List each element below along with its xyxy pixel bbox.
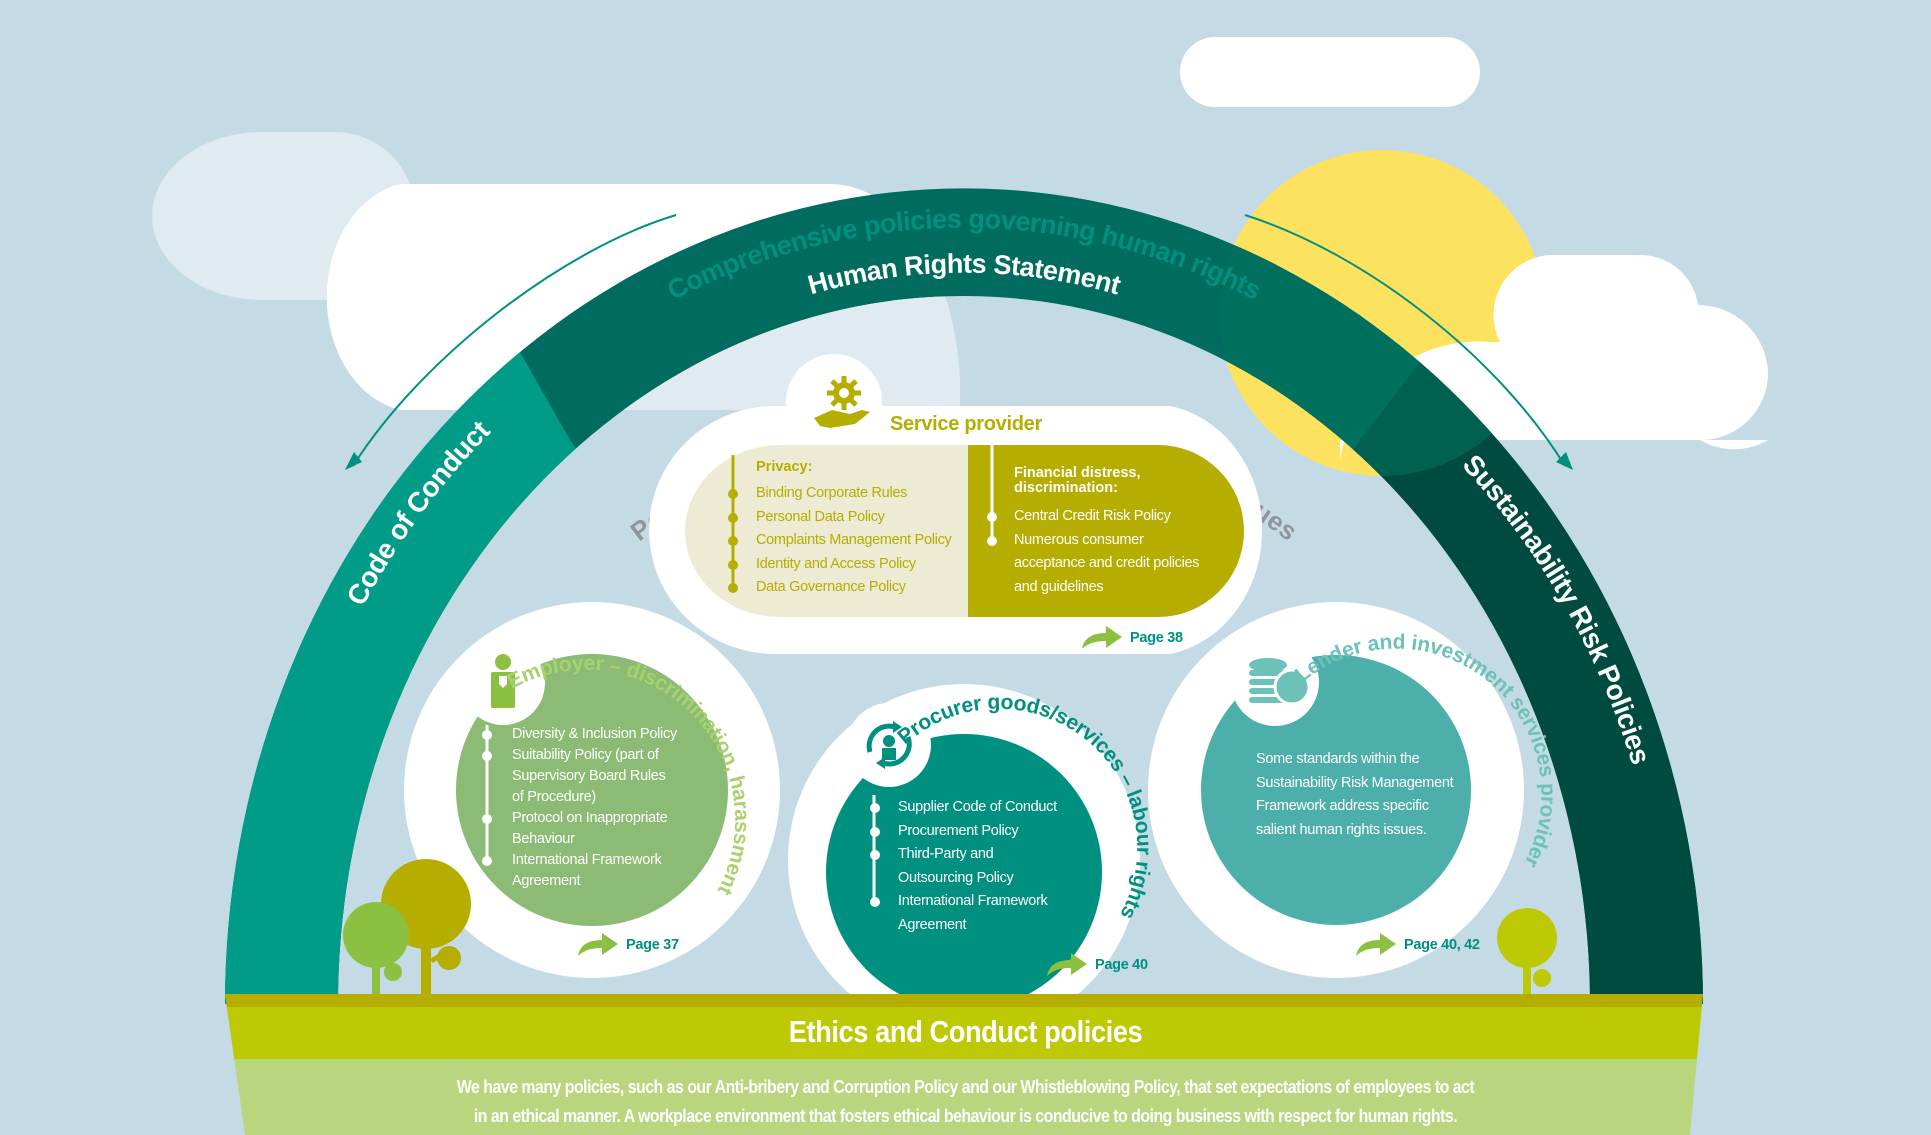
cloud-top [1180,37,1480,107]
financial-heading: Financial distress, discrimination: [1014,465,1141,496]
service-provider-right-panel [968,445,1244,617]
outer-arrow-right [1244,214,1566,467]
arrow-right-icon [1356,933,1396,956]
list-item: Agreement [898,916,967,933]
list-item: Suitability Policy (part of [482,745,677,766]
list-item: Identity and Access Policy [728,553,952,577]
ethics-title: Ethics and Conduct policies [788,1014,1143,1049]
list-item: Binding Corporate Rules [728,482,952,506]
list-item: Procurement Policy [870,820,1057,844]
list-item: Supervisory Board Rules [512,768,666,784]
list-item: Central Credit Risk Policy [987,505,1199,529]
financial-list: Central Credit Risk Policy Numerous cons… [987,505,1200,599]
list-item: acceptance and credit policies [1014,555,1200,571]
list-item: International Framework [870,890,1057,914]
service-provider-left-panel [685,445,968,617]
tree-left-small [343,902,409,1010]
list-item: Numerous consumer [987,529,1199,553]
list-item: Supplier Code of Conduct [870,796,1057,820]
list-item: International Framework [482,850,677,871]
privacy-heading: Privacy: [756,459,813,475]
service-provider-title: Service provider [890,413,1042,435]
list-item: Personal Data Policy [728,506,952,530]
list-item: Data Governance Policy [728,576,952,600]
privacy-list: Binding Corporate Rules Personal Data Po… [728,482,952,600]
lender-page-link[interactable]: Page 40, 42 [1354,932,1480,958]
list-item: Outsourcing Policy [898,869,1014,886]
list-item: Third-Party and [870,843,1057,867]
arrow-right-icon [578,933,618,956]
supplier-cycle-icon [866,723,912,767]
procurer-page-link[interactable]: Page 40 [1045,952,1148,978]
ethics-description: We have many policies, such as our Anti-… [456,1076,1475,1126]
employer-page-link[interactable]: Page 37 [576,932,679,958]
list-item: and guidelines [1014,578,1104,595]
list-item: Diversity & Inclusion Policy [482,724,677,745]
service-provider-page-link[interactable]: Page 38 [1080,625,1183,651]
list-item: Protocol on Inappropriate [482,808,677,829]
hand-gear-icon [814,376,870,428]
list-item: Behaviour [512,831,575,847]
employer-list: Diversity & Inclusion Policy Suitability… [482,724,677,892]
outer-arrow-left [352,214,677,467]
list-item: Agreement [512,873,581,889]
arrow-right-icon [1047,953,1087,976]
procurer-list: Supplier Code of Conduct Procurement Pol… [870,796,1057,937]
employee-icon [491,654,515,708]
procurer-inner [826,734,1102,1010]
arrow-right-icon [1082,626,1122,649]
tree-right [1497,908,1557,1010]
list-item: Complaints Management Policy [728,529,952,553]
coins-icon [1249,658,1311,706]
list-item: of Procedure) [512,789,596,805]
lender-text: Some standards within the Sustainability… [1256,751,1454,838]
employer-inner [456,654,728,926]
